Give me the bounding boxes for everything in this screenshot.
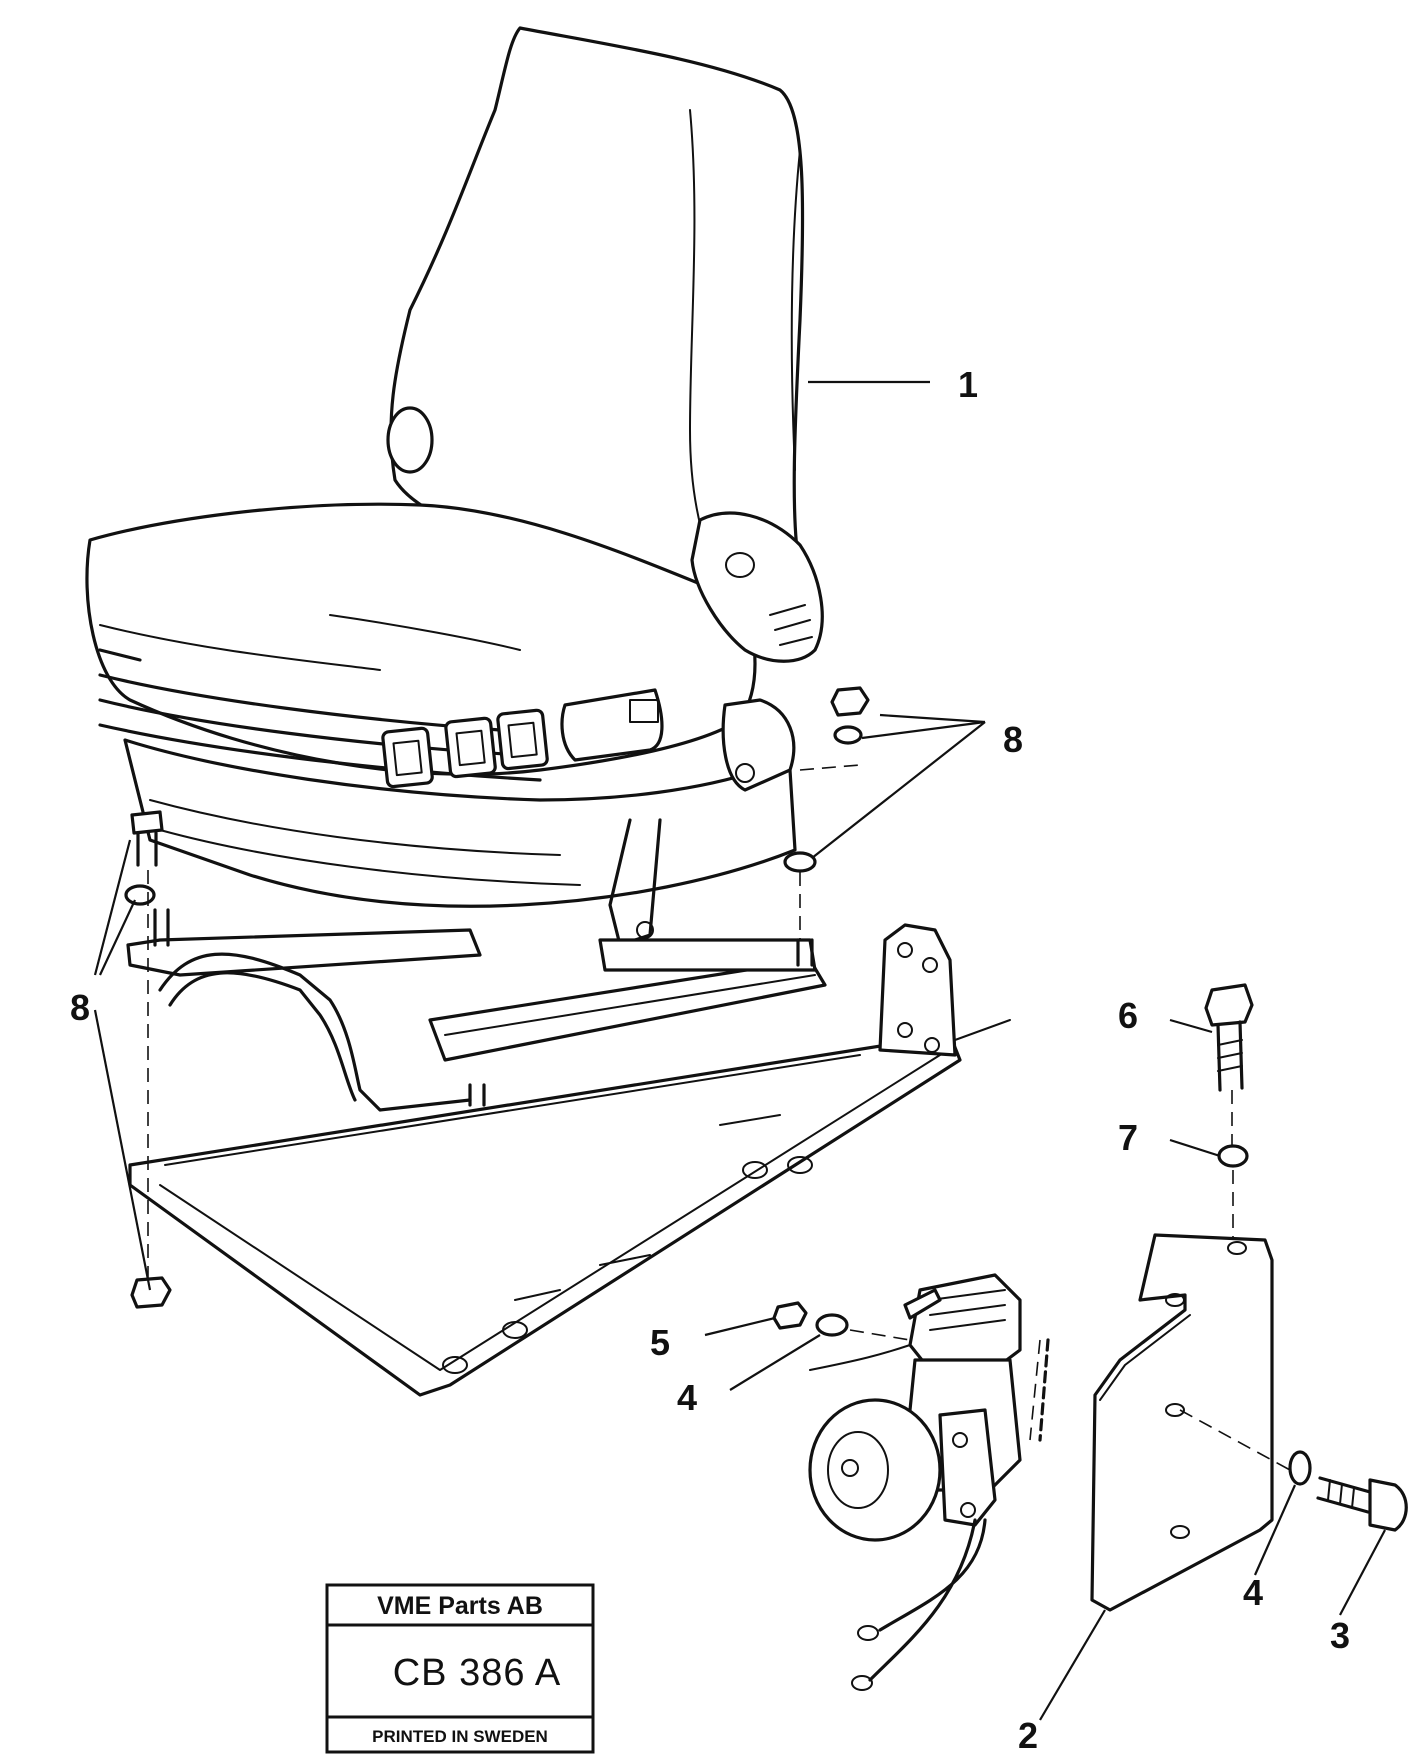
left-rail [126, 928, 482, 977]
bolt-and-washer [1204, 983, 1254, 1240]
right-lower-washer [783, 851, 817, 873]
title-block-printed: PRINTED IN SWEDEN [372, 1727, 548, 1746]
right-fasteners [783, 686, 870, 940]
washer-4-right [1288, 1450, 1312, 1486]
fit-mark-compressor [1038, 1338, 1050, 1442]
bracket-hole-mid [1165, 1403, 1185, 1417]
leader-3 [1339, 1529, 1386, 1616]
backrest-knob [386, 406, 434, 474]
suspension-bellows [98, 648, 542, 782]
seat-pivot-bracket [721, 698, 796, 792]
leader-8b-bolt [93, 839, 132, 976]
leader-5 [704, 1316, 776, 1337]
right-stud [796, 938, 814, 967]
base-plate [128, 1033, 962, 1397]
vertical-bracket [878, 923, 957, 1057]
callout-7: 7 [1118, 1117, 1138, 1158]
left-bolt-head [130, 810, 164, 835]
nut-and-washer-left [772, 1301, 911, 1341]
washer-7 [1217, 1144, 1249, 1168]
title-block-code: CB 386 A [393, 1652, 562, 1694]
bracket-plate [1090, 1233, 1274, 1612]
washer-and-bolt-right [1179, 1409, 1408, 1532]
bolt-3-head [1368, 1478, 1408, 1532]
inlet-pipe [903, 1288, 942, 1320]
callout-4-left: 4 [677, 1377, 697, 1418]
bracket-hole-bottom [1170, 1525, 1190, 1539]
slide-rails [126, 908, 827, 1112]
leader-4-left [729, 1334, 821, 1391]
rear-rail [598, 938, 817, 972]
right-rail [428, 958, 827, 1062]
bolt-6-head [1204, 983, 1254, 1027]
adjust-handle [158, 952, 472, 1112]
leader-2 [1039, 1609, 1106, 1721]
callout-4-right: 4 [1243, 1572, 1263, 1613]
seat-assembly [85, 26, 861, 947]
callout-6: 6 [1118, 995, 1138, 1036]
leader-7 [1169, 1138, 1221, 1158]
leader-8b-washer [99, 899, 136, 976]
left-fasteners [124, 810, 172, 1309]
left-washer [124, 884, 156, 906]
leader-lines [93, 380, 1386, 1721]
callout-8-left: 8 [70, 987, 90, 1028]
compressor-flange [938, 1408, 997, 1527]
bracket-hole-top [1227, 1241, 1247, 1255]
title-block-company: VME Parts AB [377, 1592, 543, 1620]
leader-4-right [1253, 1484, 1297, 1576]
bracket-plate-2 [1090, 1233, 1274, 1612]
nut-5 [772, 1301, 808, 1330]
callout-5: 5 [650, 1322, 670, 1363]
callout-8-right: 8 [1003, 719, 1023, 760]
callout-2: 2 [1018, 1715, 1038, 1756]
right-top-washer [833, 725, 863, 745]
mounting-plate [128, 923, 1011, 1397]
seat-control-switches [381, 688, 664, 789]
air-compressor [808, 1273, 1041, 1691]
title-block: VME Parts AB CB 386 A PRINTED IN SWEDEN [325, 1583, 595, 1754]
right-top-nut [830, 686, 870, 717]
callout-1: 1 [958, 364, 978, 405]
leader-8b-nut [93, 1009, 152, 1291]
title-block-frame [325, 1583, 595, 1754]
leader-8a-top [879, 713, 986, 724]
left-nut [130, 1276, 172, 1309]
left-stud [153, 908, 170, 947]
motor-housing [808, 1398, 942, 1542]
washer-4-left [815, 1313, 849, 1337]
leader-8a-mid [861, 720, 986, 740]
callout-3: 3 [1330, 1615, 1350, 1656]
electrical-leads [868, 1518, 987, 1682]
leader-6 [1169, 1018, 1213, 1034]
armrest-adjuster [690, 511, 824, 663]
leader-8a-low [811, 721, 986, 859]
callout-numbers: 1 8 8 6 7 5 4 2 4 3 [70, 364, 1350, 1756]
bracket-hole-left [1165, 1293, 1185, 1307]
